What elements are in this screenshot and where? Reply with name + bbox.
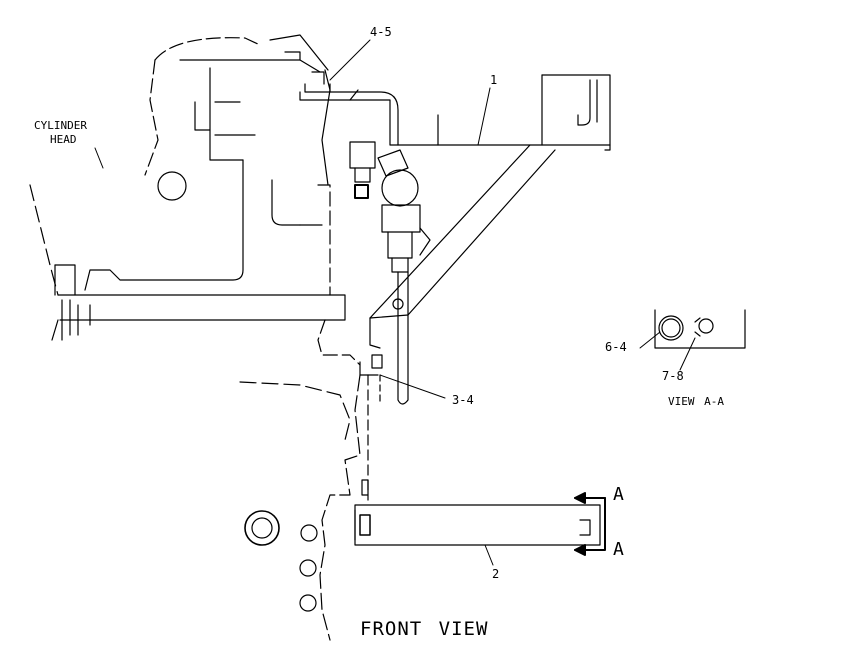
cylinder-head-outline [29, 34, 346, 341]
view-a-a-label: VIEW A-A [668, 395, 724, 408]
callout-2: 2 [492, 567, 500, 581]
callout-4-5: 4-5 [370, 25, 392, 39]
callout-3-4: 3-4 [452, 393, 474, 407]
clamp-3-4 [359, 354, 383, 406]
section-a-top-label: A [613, 484, 624, 505]
leader-lines [94, 39, 696, 566]
front-view-title: FRONT VIEW [360, 618, 489, 640]
engine-side-dashed [239, 319, 369, 641]
top-bracket [299, 71, 611, 151]
callout-6-4: 6-4 [605, 340, 627, 354]
section-arrows [574, 492, 606, 556]
bottom-bracket [354, 479, 601, 546]
fitting-assembly [349, 141, 431, 405]
cylinder-head-label-line2: HEAD [50, 133, 77, 146]
callout-7-8: 7-8 [662, 369, 684, 383]
section-a-bottom-label: A [613, 539, 624, 560]
cylinder-head-label-line1: CYLINDER [34, 119, 87, 132]
callout-1: 1 [490, 73, 498, 87]
box-bracket [437, 74, 611, 146]
fasteners [244, 510, 318, 612]
view-a-a-detail [654, 309, 746, 349]
